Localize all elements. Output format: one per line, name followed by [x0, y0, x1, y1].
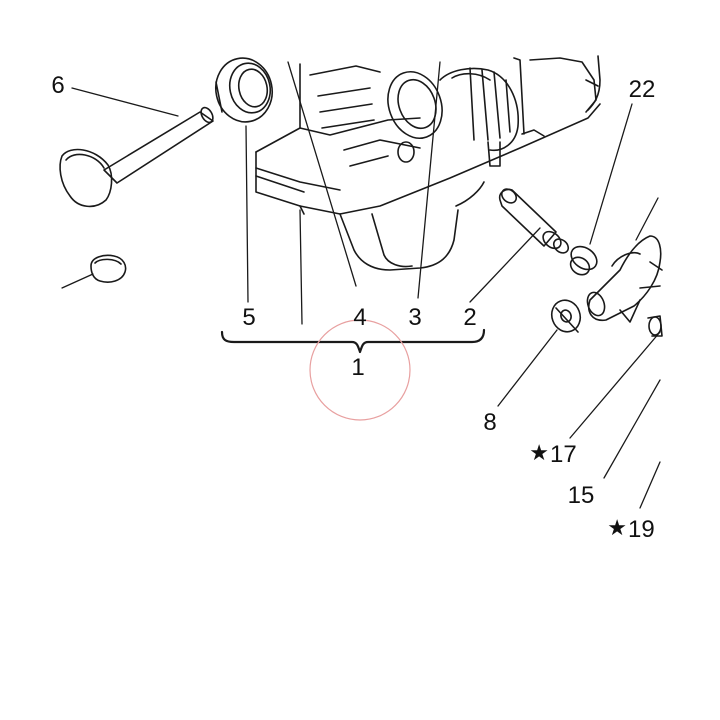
valve-cap-part: [90, 254, 127, 283]
callout-22: 22: [629, 78, 656, 102]
callout-3: 3: [408, 306, 421, 330]
star-icon: ★: [529, 441, 550, 466]
highlight-circle: [309, 319, 411, 421]
rocker-arm-part: [586, 235, 663, 337]
callout-2: 2: [463, 306, 476, 330]
washer-part: [550, 299, 582, 333]
callout-6: 6: [51, 74, 64, 98]
callout-22-text: 22: [628, 76, 656, 103]
callout-4: 4: [353, 306, 366, 330]
cylinder-head-part: [255, 55, 601, 271]
seal-ring-part: [215, 57, 273, 123]
valve-seal-part: [569, 245, 598, 276]
callout-15-text: 15: [567, 482, 595, 509]
leader-lines: [61, 61, 661, 509]
callout-6-text: 6: [51, 72, 65, 99]
callout-17-text: 17: [550, 441, 577, 468]
callout-17: ★17: [529, 443, 576, 467]
callout-1-text: 1: [351, 354, 365, 381]
callout-8: 8: [483, 411, 496, 435]
callout-4-text: 4: [353, 304, 367, 331]
group-bracket: [220, 328, 486, 354]
valve-guide-part: [498, 188, 570, 254]
callout-3-text: 3: [408, 304, 422, 331]
callout-15: 15: [568, 484, 595, 508]
callout-5-text: 5: [242, 304, 256, 331]
callout-1: 1: [351, 356, 364, 380]
callout-2-text: 2: [463, 304, 477, 331]
valve-part: [59, 106, 214, 208]
callout-8-text: 8: [483, 409, 497, 436]
callout-19: ★19: [607, 518, 654, 542]
callout-19-text: 19: [628, 516, 655, 543]
callout-5: 5: [242, 306, 255, 330]
star-icon: ★: [607, 516, 628, 541]
